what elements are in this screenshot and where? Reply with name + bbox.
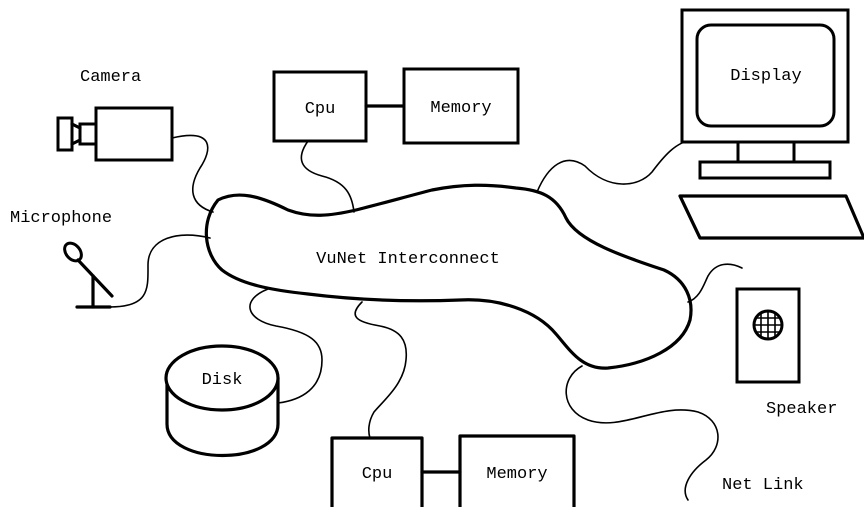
- cable-microphone: [109, 234, 211, 308]
- disk-icon: [164, 344, 280, 458]
- camera: Camera: [56, 68, 174, 162]
- bottom-processor-node: Cpu Memory: [330, 434, 576, 507]
- monitor-icon: [680, 8, 850, 180]
- cable-top-cpu: [300, 140, 355, 213]
- bottom-memory-label: Memory: [486, 465, 547, 484]
- interconnect-label: VuNet Interconnect: [316, 250, 500, 269]
- top-cpu-label: Cpu: [305, 100, 336, 119]
- cable-camera: [171, 134, 214, 213]
- speaker-label: Speaker: [766, 400, 837, 419]
- microphone-icon: [63, 241, 114, 309]
- disk: Disk: [164, 344, 280, 458]
- bottom-cpu-label: Cpu: [362, 465, 393, 484]
- speaker: Speaker: [735, 287, 837, 419]
- cable-display: [536, 139, 693, 193]
- net-link-label: Net Link: [722, 476, 804, 495]
- microphone: Microphone: [10, 209, 114, 309]
- keyboard-icon: [678, 194, 864, 240]
- display: Display: [678, 8, 864, 240]
- bottom-memory-box: [458, 434, 576, 507]
- cable-net-link: [565, 365, 719, 501]
- camera-icon: [56, 106, 174, 162]
- camera-label: Camera: [80, 68, 141, 87]
- top-processor-node: Cpu Memory: [272, 67, 520, 145]
- microphone-label: Microphone: [10, 209, 112, 228]
- top-memory-box: [402, 67, 520, 145]
- display-label: Display: [730, 67, 801, 86]
- connection-cables: [109, 134, 743, 501]
- cable-speaker: [687, 263, 743, 303]
- interconnect-blob: [204, 183, 693, 370]
- top-memory-label: Memory: [430, 99, 491, 118]
- speaker-icon: [735, 287, 801, 384]
- cable-bottom-cpu: [354, 301, 408, 439]
- interconnect: VuNet Interconnect: [204, 183, 693, 370]
- cable-disk: [249, 288, 323, 404]
- disk-label: Disk: [202, 371, 243, 390]
